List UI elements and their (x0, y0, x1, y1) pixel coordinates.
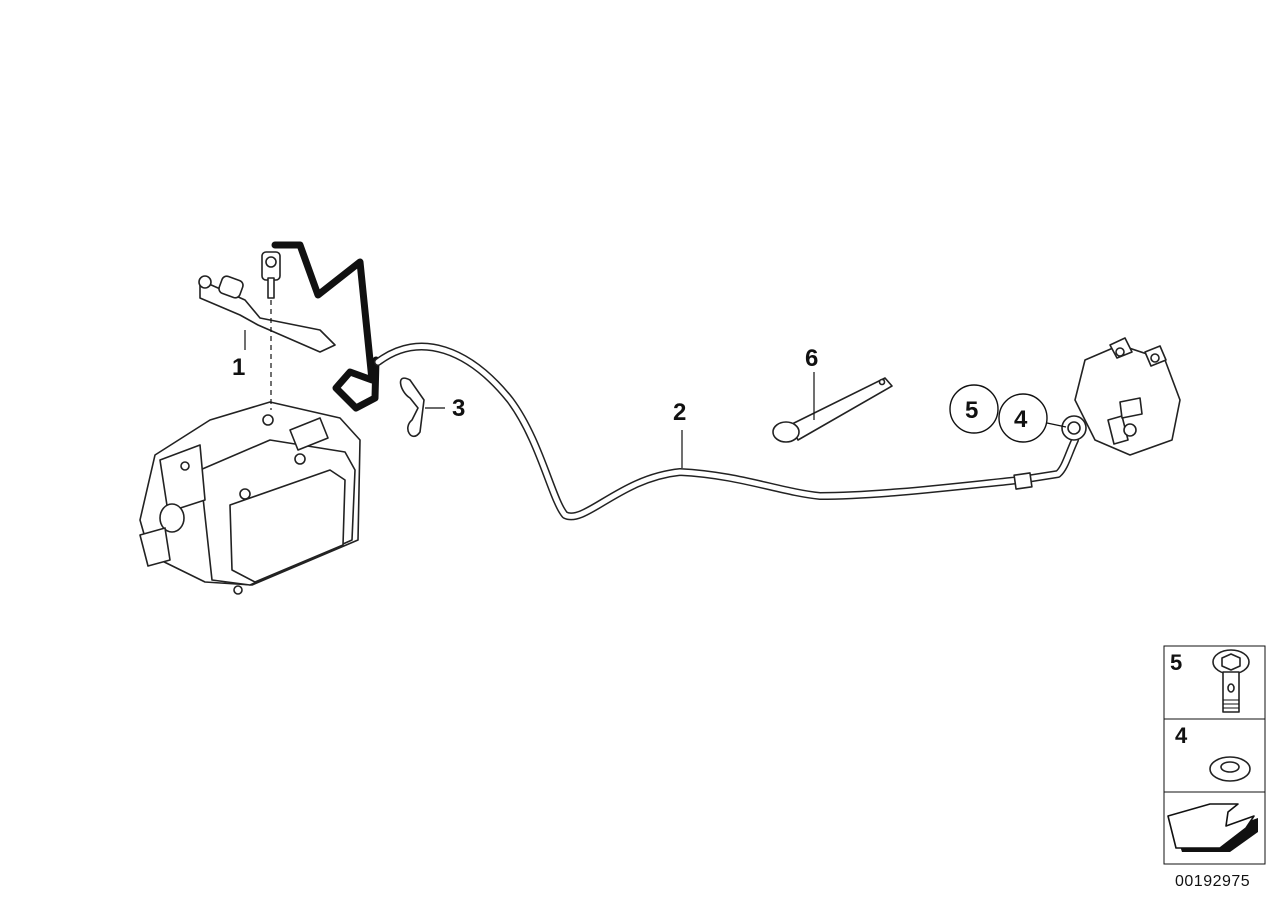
circled-callout-4 (998, 393, 1048, 443)
callout-2: 2 (673, 399, 686, 426)
legend-label-4: 4 (1175, 723, 1188, 748)
arrow-left-down-icon (1167, 803, 1258, 852)
abs-hydraulic-unit (139, 401, 361, 595)
banjo-fitting (1061, 415, 1087, 441)
banjo-bolt-icon (1212, 649, 1250, 713)
brake-caliper (1074, 337, 1181, 456)
hose-clip (399, 377, 425, 438)
callout-6: 6 (805, 345, 818, 372)
document-number: 00192975 (1175, 873, 1250, 890)
circled-callout-5-label: 5 (965, 397, 978, 424)
holder-strap (772, 377, 893, 443)
circled-callout-4-label: 4 (1014, 406, 1028, 433)
circled-callout-5 (949, 384, 999, 434)
callout-3: 3 (452, 395, 465, 422)
leader-line-4 (1046, 422, 1067, 428)
hose-connector-upper (198, 275, 336, 353)
line-fitting-upper (261, 251, 281, 299)
parts-legend: 5 4 (1163, 645, 1266, 865)
legend-cell-4 (1163, 718, 1266, 793)
sealing-washer-icon (1209, 756, 1251, 782)
legend-label-5: 5 (1170, 650, 1182, 675)
line-ferrule (1013, 472, 1033, 490)
callout-1: 1 (232, 354, 245, 381)
